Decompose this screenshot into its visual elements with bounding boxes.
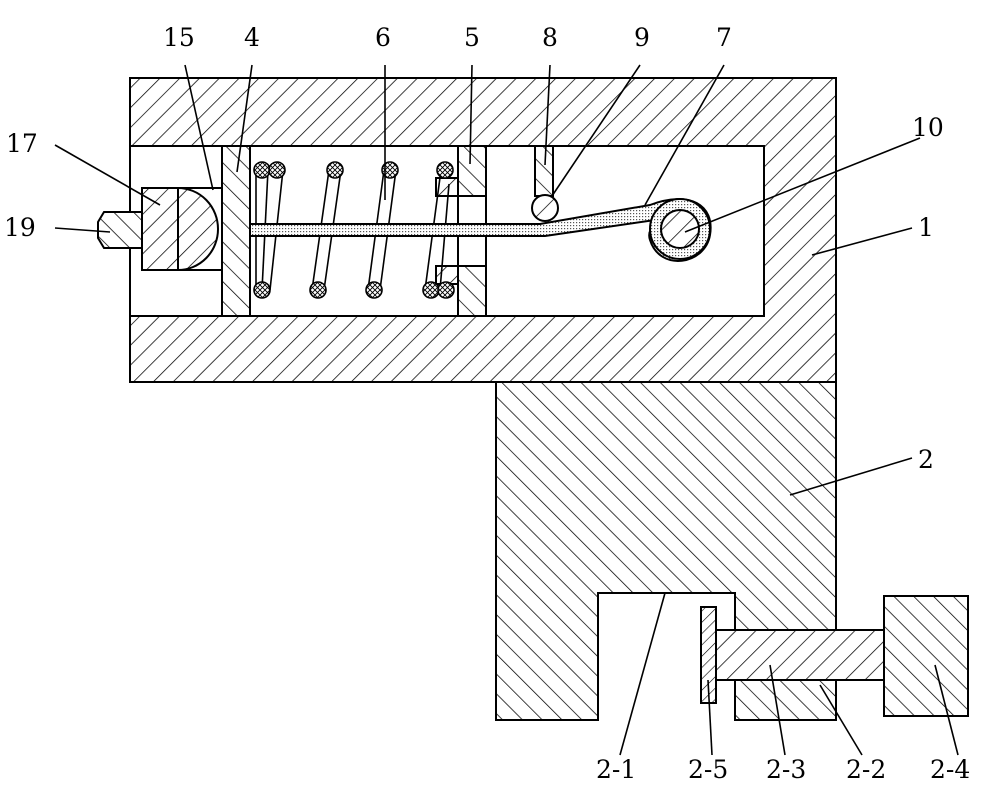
label-10: 10 (912, 113, 944, 142)
stop-8 (535, 146, 553, 196)
label-2-4: 2-4 (930, 755, 970, 784)
rod-2-3 (716, 630, 884, 680)
label-15: 15 (163, 23, 195, 52)
label-4: 4 (244, 23, 260, 52)
label-5: 5 (464, 23, 480, 52)
knob-2-4 (884, 596, 968, 716)
label-7: 7 (716, 23, 732, 52)
nozzle-19 (98, 212, 142, 248)
label-19: 19 (4, 213, 36, 242)
label-2-2: 2-2 (846, 755, 886, 784)
label-2-1: 2-1 (596, 755, 636, 784)
label-1: 1 (918, 213, 934, 242)
head-17 (142, 188, 218, 270)
label-2: 2 (918, 445, 934, 474)
ball-9 (532, 195, 558, 221)
label-6: 6 (375, 23, 391, 52)
label-9: 9 (634, 23, 650, 52)
label-8: 8 (542, 23, 558, 52)
label-2-5: 2-5 (688, 755, 728, 784)
label-2-3: 2-3 (766, 755, 806, 784)
label-17: 17 (6, 129, 38, 158)
cable-7 (250, 199, 711, 261)
plate-4 (222, 146, 250, 316)
